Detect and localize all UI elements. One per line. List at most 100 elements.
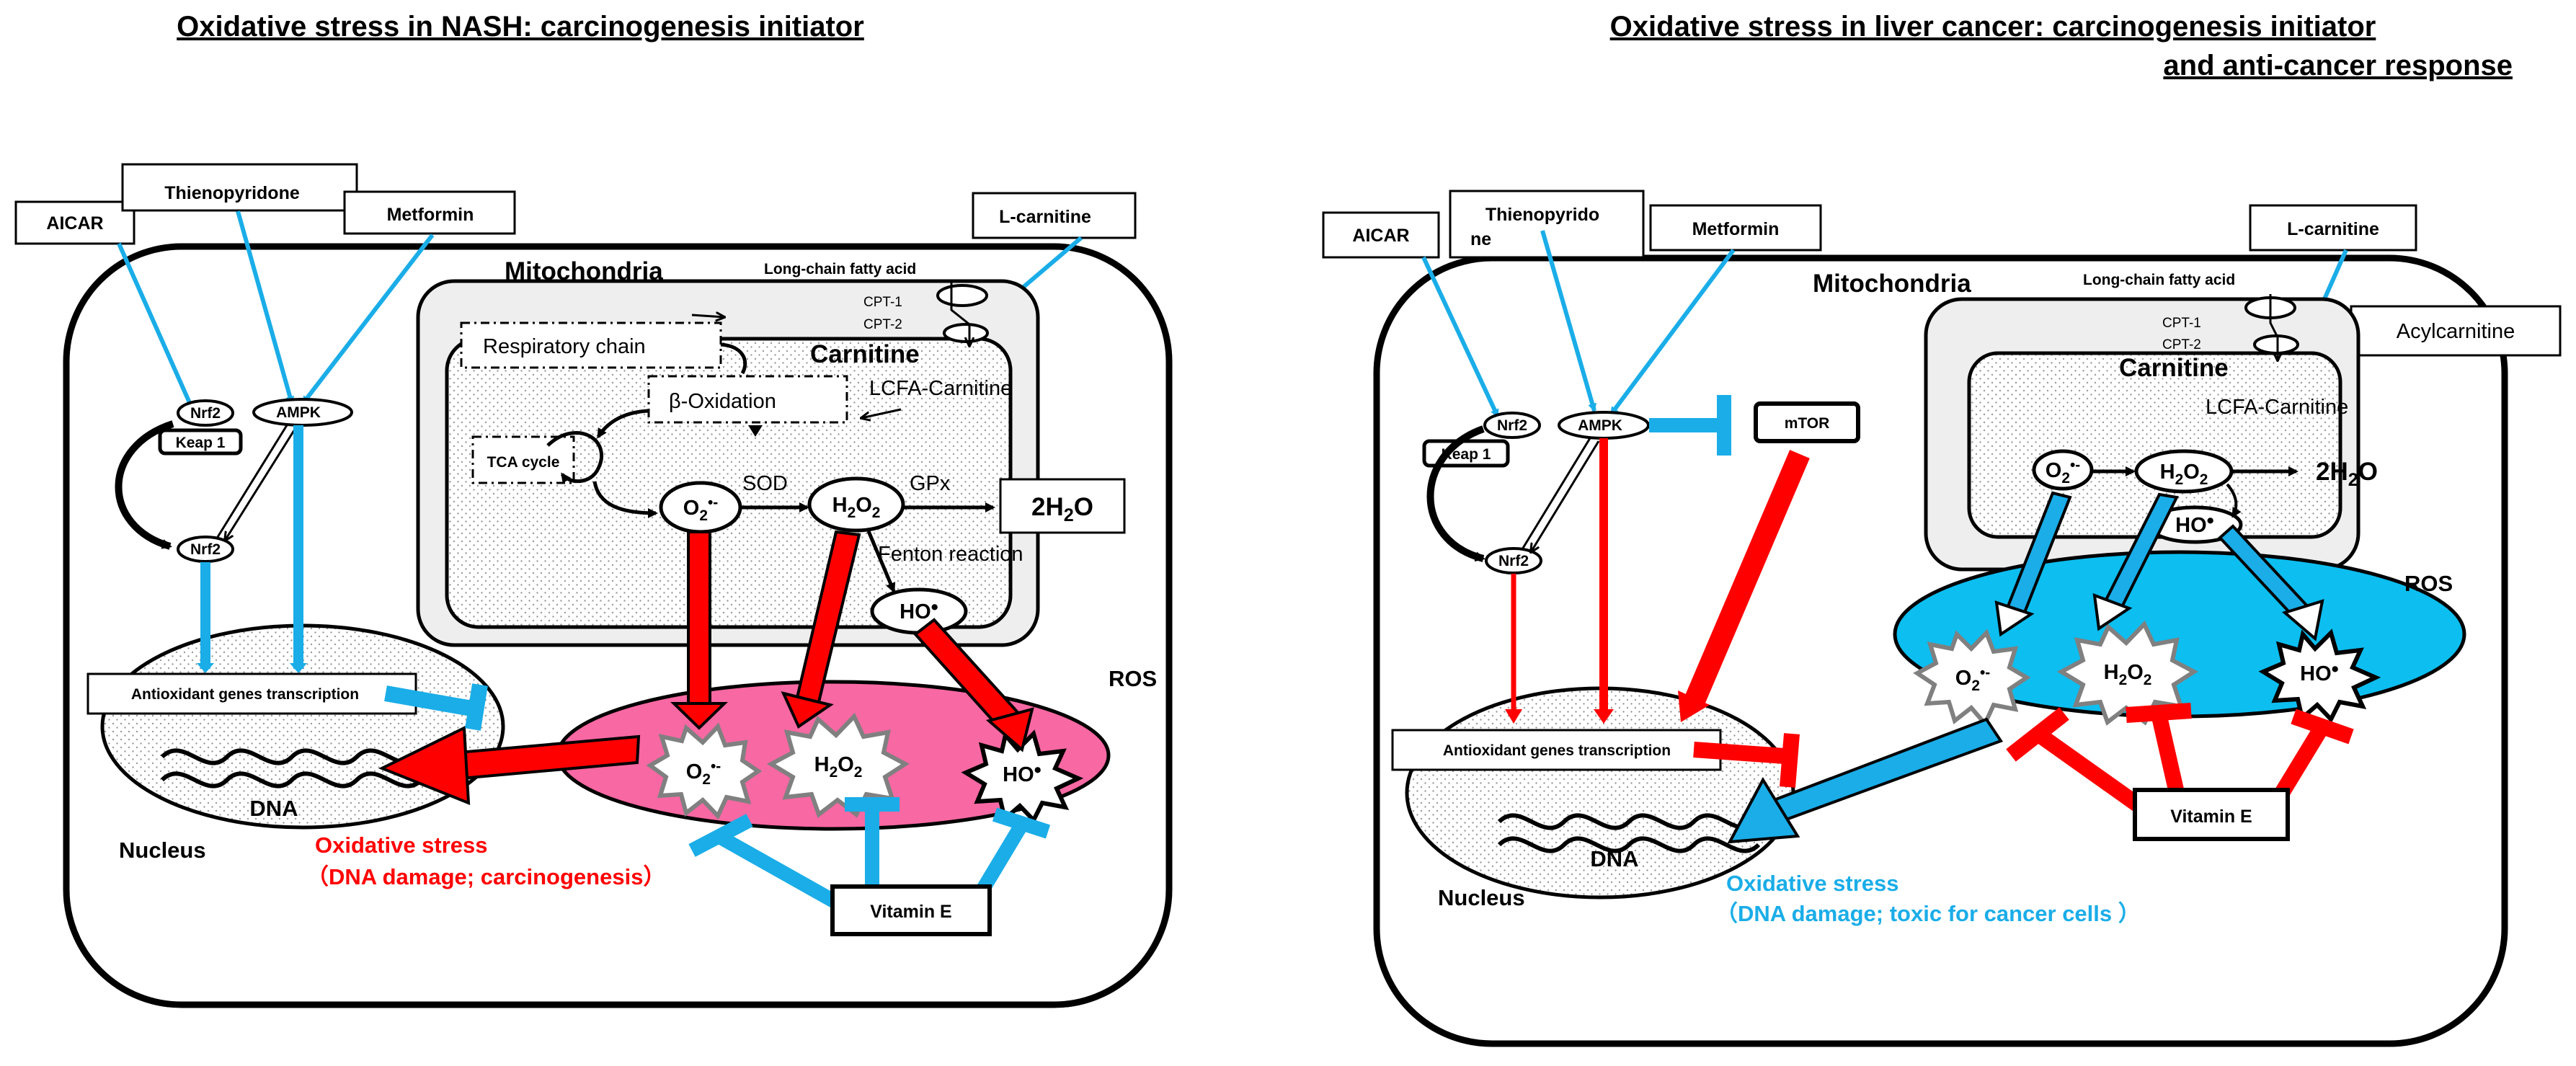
right-ampk-nrf2-double-a	[1521, 437, 1591, 550]
left-ros-to-dna-head	[378, 725, 471, 806]
left-cpt1-stub-arrow	[691, 315, 724, 317]
left-water-box	[999, 478, 1126, 534]
right-vitE-inhibit-h2o2	[2126, 703, 2192, 795]
right-h2o2-star-label: H2O2	[2104, 661, 2152, 688]
right-h2o2-node-label: H2O2	[2160, 461, 2208, 488]
left-antioxidant-label: Antioxidant genes transcription	[131, 686, 359, 703]
left-tca-box	[471, 435, 575, 484]
left-lcfa-to-beta-arrow	[861, 408, 902, 418]
left-dna-strand-2	[160, 771, 424, 789]
left-aicar-label: AICAR	[46, 213, 103, 234]
right-thieno-line2: ne	[1470, 229, 1491, 249]
left-ampk-nrf2-double-b	[225, 427, 297, 541]
left-nrf2-bottom-label: Nrf2	[190, 541, 221, 558]
right-nrf2-bottom-label: Nrf2	[1498, 553, 1529, 569]
left-nucleus-label: Nucleus	[119, 838, 206, 863]
right-lcfa-carnitine-label: LCFA-Carnitine	[2206, 396, 2348, 419]
right-metformin-arrow	[1609, 249, 1736, 416]
left-vitamin-e-box	[830, 884, 992, 936]
right-dna-strand-1	[1497, 813, 1761, 830]
right-metformin-label: Metformin	[1692, 219, 1780, 239]
left-tca-to-o2-arrow	[592, 481, 658, 518]
left-respchain-curve	[720, 342, 747, 375]
left-h2o2-star	[766, 712, 910, 818]
left-thienopyridone-label: Thienopyridone	[164, 183, 300, 203]
left-vitE-inhibit-h2o2	[845, 797, 900, 891]
right-ampk-nrf2-double-b	[1531, 440, 1600, 552]
left-cpt2-transporter	[943, 323, 989, 343]
right-aicar-box	[1322, 211, 1440, 259]
right-lcarnitine-box	[2249, 204, 2417, 252]
left-nrf2-translocation-arrow	[115, 420, 174, 550]
left-beta-oxidation-box	[647, 375, 848, 424]
right-cpt1-label: CPT-1	[2162, 316, 2201, 331]
left-beta-oxidation-label: β-Oxidation	[669, 390, 776, 413]
left-h2o2-node-label: H2O2	[832, 494, 881, 521]
right-vitE-inhibit-o2	[2006, 707, 2144, 812]
left-nrf2-to-antioxidant-head	[197, 663, 214, 673]
left-ho-node-label: HO•	[900, 596, 938, 623]
left-metformin-box	[343, 190, 516, 235]
right-nrf2-bottom	[1485, 547, 1542, 574]
left-nrf2-bottom	[177, 536, 234, 563]
right-ampk-mtor-inhibit	[1649, 395, 1731, 456]
right-ho-node-label: HO•	[2175, 510, 2214, 537]
right-nrf2-top	[1483, 412, 1541, 439]
left-vitamin-e-label: Vitamin E	[870, 902, 951, 922]
left-sod-label: SOD	[742, 472, 788, 495]
left-beta-to-tca-arrow	[596, 409, 649, 439]
left-gpx-label: GPx	[910, 472, 951, 495]
left-carnitine-label: Carnitine	[810, 340, 920, 368]
right-ampk-to-antioxidant-head	[1594, 709, 1614, 724]
right-water-label: 2H2O	[2316, 458, 2378, 490]
left-vitE-inhibit-o2	[688, 814, 840, 909]
right-lcfa-label: Long-chain fatty acid	[2083, 272, 2235, 288]
left-h2o2-to-ho-arrow	[866, 530, 896, 593]
right-dna-strand-2	[1497, 836, 1761, 853]
right-fa-import-arrow	[2269, 294, 2278, 360]
right-acylcarnitine-label: Acylcarnitine	[2397, 320, 2515, 343]
left-thieno-arrow	[236, 210, 295, 405]
right-aicar-arrow	[1421, 256, 1500, 418]
left-o2-red-head	[670, 702, 728, 730]
right-lcarnitine-label: L-carnitine	[2287, 219, 2379, 239]
left-tca-cycle-arrow	[546, 431, 604, 484]
left-dna-strand-1	[160, 748, 424, 765]
right-h2o2-star	[2056, 620, 2198, 726]
right-o2-star-label: O2•-	[1955, 665, 1990, 694]
left-lcarnitine-box	[972, 192, 1137, 239]
left-antioxidant-box	[86, 672, 417, 715]
left-ros-label: ROS	[1109, 666, 1157, 691]
right-dna-label: DNA	[1590, 846, 1638, 871]
left-aicar-arrow	[117, 242, 195, 412]
right-thieno-arrow	[1540, 230, 1596, 412]
left-metformin-arrow	[301, 234, 435, 405]
left-ho-star-label: HO•	[1003, 759, 1041, 786]
left-tca-label: TCA cycle	[487, 454, 560, 471]
right-acylcarnitine-box	[2350, 305, 2562, 357]
right-ho-star	[2258, 629, 2381, 724]
left-aicar-box	[14, 200, 136, 245]
left-ho-red-head	[985, 707, 1034, 752]
right-aicar-label: AICAR	[1352, 226, 1409, 246]
left-cpt1-transporter	[936, 284, 988, 307]
left-title: Oxidative stress in NASH: carcinogenesis…	[177, 11, 864, 43]
right-mtor-to-antioxidant-head	[1678, 690, 1710, 722]
left-ampk-to-antioxidant-head	[290, 663, 307, 673]
left-ampk-label: AMPK	[276, 404, 321, 421]
left-fa-import-arrow	[950, 281, 969, 346]
right-nrf2-translocation-arrow	[1426, 425, 1485, 562]
right-vitamin-e-label: Vitamin E	[2170, 807, 2252, 827]
right-mtor-box	[1754, 401, 1860, 443]
right-ho-star-label: HO•	[2300, 658, 2339, 685]
right-antioxidant-label: Antioxidant genes transcription	[1443, 742, 1671, 759]
left-h2o2-star-label: H2O2	[814, 753, 863, 781]
left-lcfa-carnitine-label: LCFA-Carnitine	[869, 377, 1012, 400]
right-h2o2-blue-head	[2092, 592, 2133, 631]
right-ho-blue-head	[2281, 599, 2324, 641]
left-cpt2-label: CPT-2	[863, 317, 902, 332]
left-h2o2-red-head	[781, 691, 834, 729]
right-stress-line2: （DNA damage; toxic for cancer cells ）	[1715, 901, 2141, 926]
right-carnitine-label: Carnitine	[2119, 354, 2229, 382]
